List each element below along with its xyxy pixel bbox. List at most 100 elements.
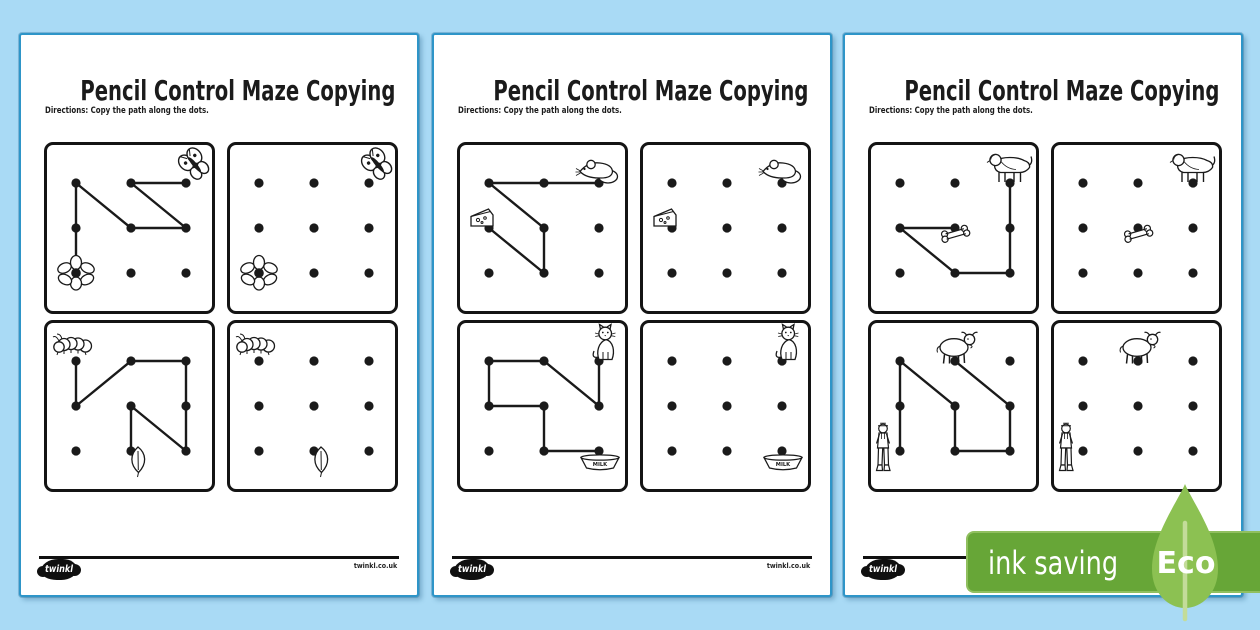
grid-dot (667, 178, 677, 188)
maze-box-path-example: MILK (457, 320, 628, 492)
maze-box-copy-target: MILK (640, 320, 811, 492)
grid-dot (539, 223, 549, 233)
grid-dot (1188, 268, 1198, 278)
grid-dot (484, 268, 494, 278)
grid-dot (309, 223, 319, 233)
grid-dot (309, 356, 319, 366)
grid-dot (1078, 401, 1088, 411)
grid-dot (950, 356, 960, 366)
grid-dot (364, 356, 374, 366)
caterpillar-icon (235, 333, 276, 356)
grid-dot (539, 178, 549, 188)
grid-dot (539, 401, 549, 411)
grid-dot (1005, 446, 1015, 456)
grid-dot (539, 268, 549, 278)
grid-dot (484, 178, 494, 188)
grid-dot (1005, 356, 1015, 366)
grid-dot (254, 446, 264, 456)
mouse-icon (758, 159, 802, 184)
butterfly-icon (360, 147, 393, 180)
grid-dot (1005, 401, 1015, 411)
cow-icon (936, 331, 978, 364)
grid-dot (1078, 178, 1088, 188)
grid-dot (71, 223, 81, 233)
pencil-path (487, 359, 601, 453)
grid-dot (1133, 268, 1143, 278)
grid-dot (181, 446, 191, 456)
grid-dot (950, 268, 960, 278)
grid-dot (364, 446, 374, 456)
grid-dot (181, 178, 191, 188)
footer-rule (452, 556, 812, 559)
grid-dot (594, 401, 604, 411)
grid-dot (895, 223, 905, 233)
grid-dot (309, 268, 319, 278)
grid-dot (126, 401, 136, 411)
grid-dot (539, 356, 549, 366)
worksheet-page-2: Pencil Control Maze Copying Directions: … (432, 33, 832, 597)
milk-bowl-icon: MILK (762, 454, 804, 471)
twinkl-logo: twinkl (450, 559, 494, 580)
grid-dot (1188, 401, 1198, 411)
grid-dot (777, 446, 787, 456)
butterfly-icon (177, 147, 210, 180)
grid-dot (1005, 178, 1015, 188)
grid-dot (594, 223, 604, 233)
page-title: Pencil Control Maze Copying (904, 73, 1220, 107)
website-url: twinkl.co.uk (353, 562, 397, 570)
twinkl-logo-text: twinkl (869, 564, 897, 575)
twinkl-logo: twinkl (37, 559, 81, 580)
grid-dot (1005, 268, 1015, 278)
farmer-icon (1058, 422, 1074, 472)
pencil-path (898, 181, 1012, 275)
grid-dot (181, 223, 191, 233)
grid-dot (484, 401, 494, 411)
maze-box-copy-target (1051, 142, 1222, 314)
grid-dot (181, 356, 191, 366)
grid-dot (539, 446, 549, 456)
maze-box-path-example (868, 320, 1039, 492)
grid-dot (667, 356, 677, 366)
grid-dot (895, 178, 905, 188)
grid-dot (1078, 356, 1088, 366)
grid-dot (254, 223, 264, 233)
dog-icon (986, 153, 1033, 182)
maze-box-path-example (44, 142, 215, 314)
grid-dot (71, 356, 81, 366)
cat-icon (592, 323, 616, 361)
grid-dot (1078, 223, 1088, 233)
page-title: Pencil Control Maze Copying (80, 73, 396, 107)
grid-dot (1188, 356, 1198, 366)
farmer-icon (875, 422, 891, 472)
cat-icon (775, 323, 799, 361)
grid-dot (594, 268, 604, 278)
grid-dot (364, 401, 374, 411)
cloud-logo-shape (41, 559, 77, 580)
grid-dot (254, 356, 264, 366)
maze-box-copy-target (640, 142, 811, 314)
cloud-logo-shape (454, 559, 490, 580)
maze-box-copy-target (227, 142, 398, 314)
maze-box-path-example (868, 142, 1039, 314)
maze-box-path-example (44, 320, 215, 492)
grid-dot (777, 223, 787, 233)
pencil-path (487, 181, 601, 275)
grid-dot (71, 401, 81, 411)
grid-dot (71, 446, 81, 456)
grid-dot (1133, 401, 1143, 411)
svg-text:MILK: MILK (776, 462, 791, 468)
grid-dot (309, 178, 319, 188)
milk-bowl-icon: MILK (579, 454, 621, 471)
grid-dot (1078, 446, 1088, 456)
grid-dot (126, 268, 136, 278)
grid-dot (181, 268, 191, 278)
eco-leaf-icon: Eco (1152, 484, 1218, 622)
grid-dot (722, 401, 732, 411)
cheese-icon (653, 208, 677, 227)
grid-dot (126, 178, 136, 188)
grid-dot (895, 401, 905, 411)
grid-dot (1188, 223, 1198, 233)
grid-dot (950, 178, 960, 188)
twinkl-logo: twinkl (861, 559, 905, 580)
